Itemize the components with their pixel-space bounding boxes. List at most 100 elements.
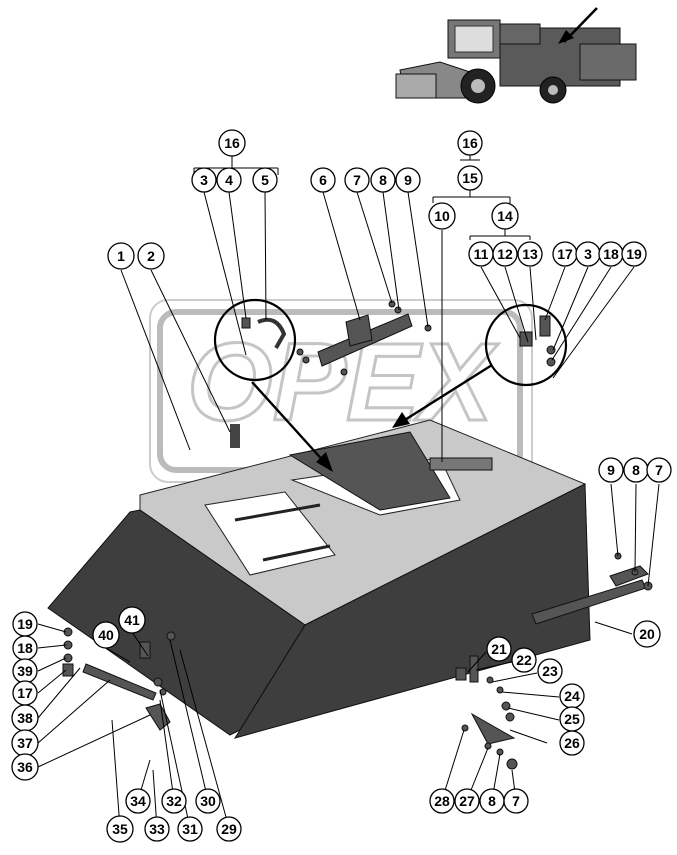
svg-text:17: 17 [17, 685, 33, 701]
callout-13: 13 [517, 241, 543, 267]
roof-bracket [429, 457, 493, 471]
harvester-thumbnail [395, 7, 637, 104]
callout-39: 39 [12, 658, 38, 684]
callout-1: 1 [107, 242, 135, 270]
svg-text:32: 32 [166, 793, 182, 809]
svg-text:16: 16 [462, 135, 478, 151]
svg-text:25: 25 [564, 711, 580, 727]
callout-34: 34 [125, 788, 151, 814]
svg-text:22: 22 [516, 652, 532, 668]
callout-29: 29 [216, 816, 242, 842]
svg-text:19: 19 [626, 246, 642, 262]
svg-text:7: 7 [655, 462, 663, 478]
svg-text:34: 34 [130, 793, 146, 809]
svg-text:15: 15 [462, 170, 478, 186]
svg-text:27: 27 [459, 793, 475, 809]
callout-10: 10 [428, 202, 456, 230]
callout-36: 36 [11, 753, 39, 781]
callout-26: 26 [559, 730, 585, 756]
callout-21: 21 [486, 636, 512, 662]
svg-text:14: 14 [497, 208, 513, 224]
callout-19-left: 19 [12, 611, 38, 637]
callout-9-top: 9 [395, 167, 421, 193]
detail-circle-left [213, 298, 297, 382]
callout-31: 31 [177, 816, 203, 842]
svg-text:18: 18 [17, 640, 33, 656]
svg-text:5: 5 [261, 172, 269, 188]
svg-text:26: 26 [564, 735, 580, 751]
callout-25: 25 [559, 706, 585, 732]
callout-41: 41 [118, 606, 146, 634]
svg-text:33: 33 [149, 821, 165, 837]
callout-40: 40 [92, 621, 120, 649]
detail-circle-right [484, 303, 568, 387]
svg-text:35: 35 [112, 821, 128, 837]
hatch-cover [288, 431, 451, 511]
svg-text:37: 37 [17, 735, 33, 751]
svg-text:11: 11 [474, 246, 489, 262]
svg-text:30: 30 [200, 793, 216, 809]
svg-text:12: 12 [497, 246, 513, 262]
svg-text:9: 9 [404, 172, 412, 188]
callout-17-left: 17 [12, 680, 38, 706]
callout-23: 23 [537, 658, 563, 684]
callout-16-left: 16 [218, 129, 246, 157]
callout-30: 30 [195, 788, 221, 814]
callout-3-left: 3 [191, 167, 217, 193]
callout-14: 14 [491, 202, 519, 230]
callout-22: 22 [511, 647, 537, 673]
svg-text:6: 6 [319, 172, 327, 188]
callout-3-right: 3 [575, 241, 601, 267]
callout-35: 35 [106, 815, 134, 843]
svg-text:24: 24 [564, 688, 580, 704]
callout-7-top: 7 [344, 167, 370, 193]
svg-text:7: 7 [512, 793, 520, 809]
svg-text:17: 17 [557, 246, 573, 262]
roof-opening-left [204, 491, 336, 576]
svg-text:23: 23 [542, 663, 558, 679]
callout-12: 12 [492, 241, 518, 267]
svg-text:13: 13 [522, 246, 538, 262]
callout-28: 28 [429, 788, 455, 814]
svg-text:18: 18 [603, 246, 619, 262]
svg-text:36: 36 [17, 759, 33, 775]
callout-15: 15 [457, 165, 483, 191]
indicator-arrow-head [558, 30, 574, 44]
callout-7-right: 7 [646, 457, 672, 483]
cab-body [47, 419, 591, 739]
callout-8-top: 8 [370, 167, 396, 193]
callout-5: 5 [252, 167, 278, 193]
callout-20: 20 [633, 620, 661, 648]
svg-text:28: 28 [434, 793, 450, 809]
svg-text:3: 3 [584, 246, 592, 262]
svg-text:38: 38 [17, 710, 33, 726]
callout-38: 38 [11, 704, 39, 732]
callout-7-bottom: 7 [503, 788, 529, 814]
callout-6: 6 [310, 167, 336, 193]
svg-text:39: 39 [17, 663, 33, 679]
svg-text:8: 8 [632, 462, 640, 478]
strip-37 [82, 663, 157, 701]
callout-18-top: 18 [598, 241, 624, 267]
svg-text:20: 20 [639, 626, 655, 642]
svg-text:19: 19 [17, 616, 33, 632]
callout-9-right: 9 [598, 457, 624, 483]
small-parts [62, 300, 653, 770]
callout-bubbles: 16 3 4 5 6 7 8 9 16 15 10 14 1 2 11 12 1… [11, 129, 672, 843]
svg-text:3: 3 [200, 172, 208, 188]
callout-11: 11 [468, 241, 494, 267]
callout-8-right: 8 [623, 457, 649, 483]
bracket-26 [470, 712, 516, 745]
svg-text:16: 16 [224, 135, 240, 151]
svg-text:31: 31 [182, 821, 198, 837]
front-side-panel [233, 483, 591, 739]
callout-19-top: 19 [621, 241, 647, 267]
svg-text:40: 40 [98, 627, 114, 643]
callout-4: 4 [216, 167, 242, 193]
callout-33: 33 [144, 816, 170, 842]
svg-text:29: 29 [221, 821, 237, 837]
callout-8-bottom: 8 [479, 788, 505, 814]
svg-text:21: 21 [491, 641, 507, 657]
callout-27: 27 [454, 788, 480, 814]
